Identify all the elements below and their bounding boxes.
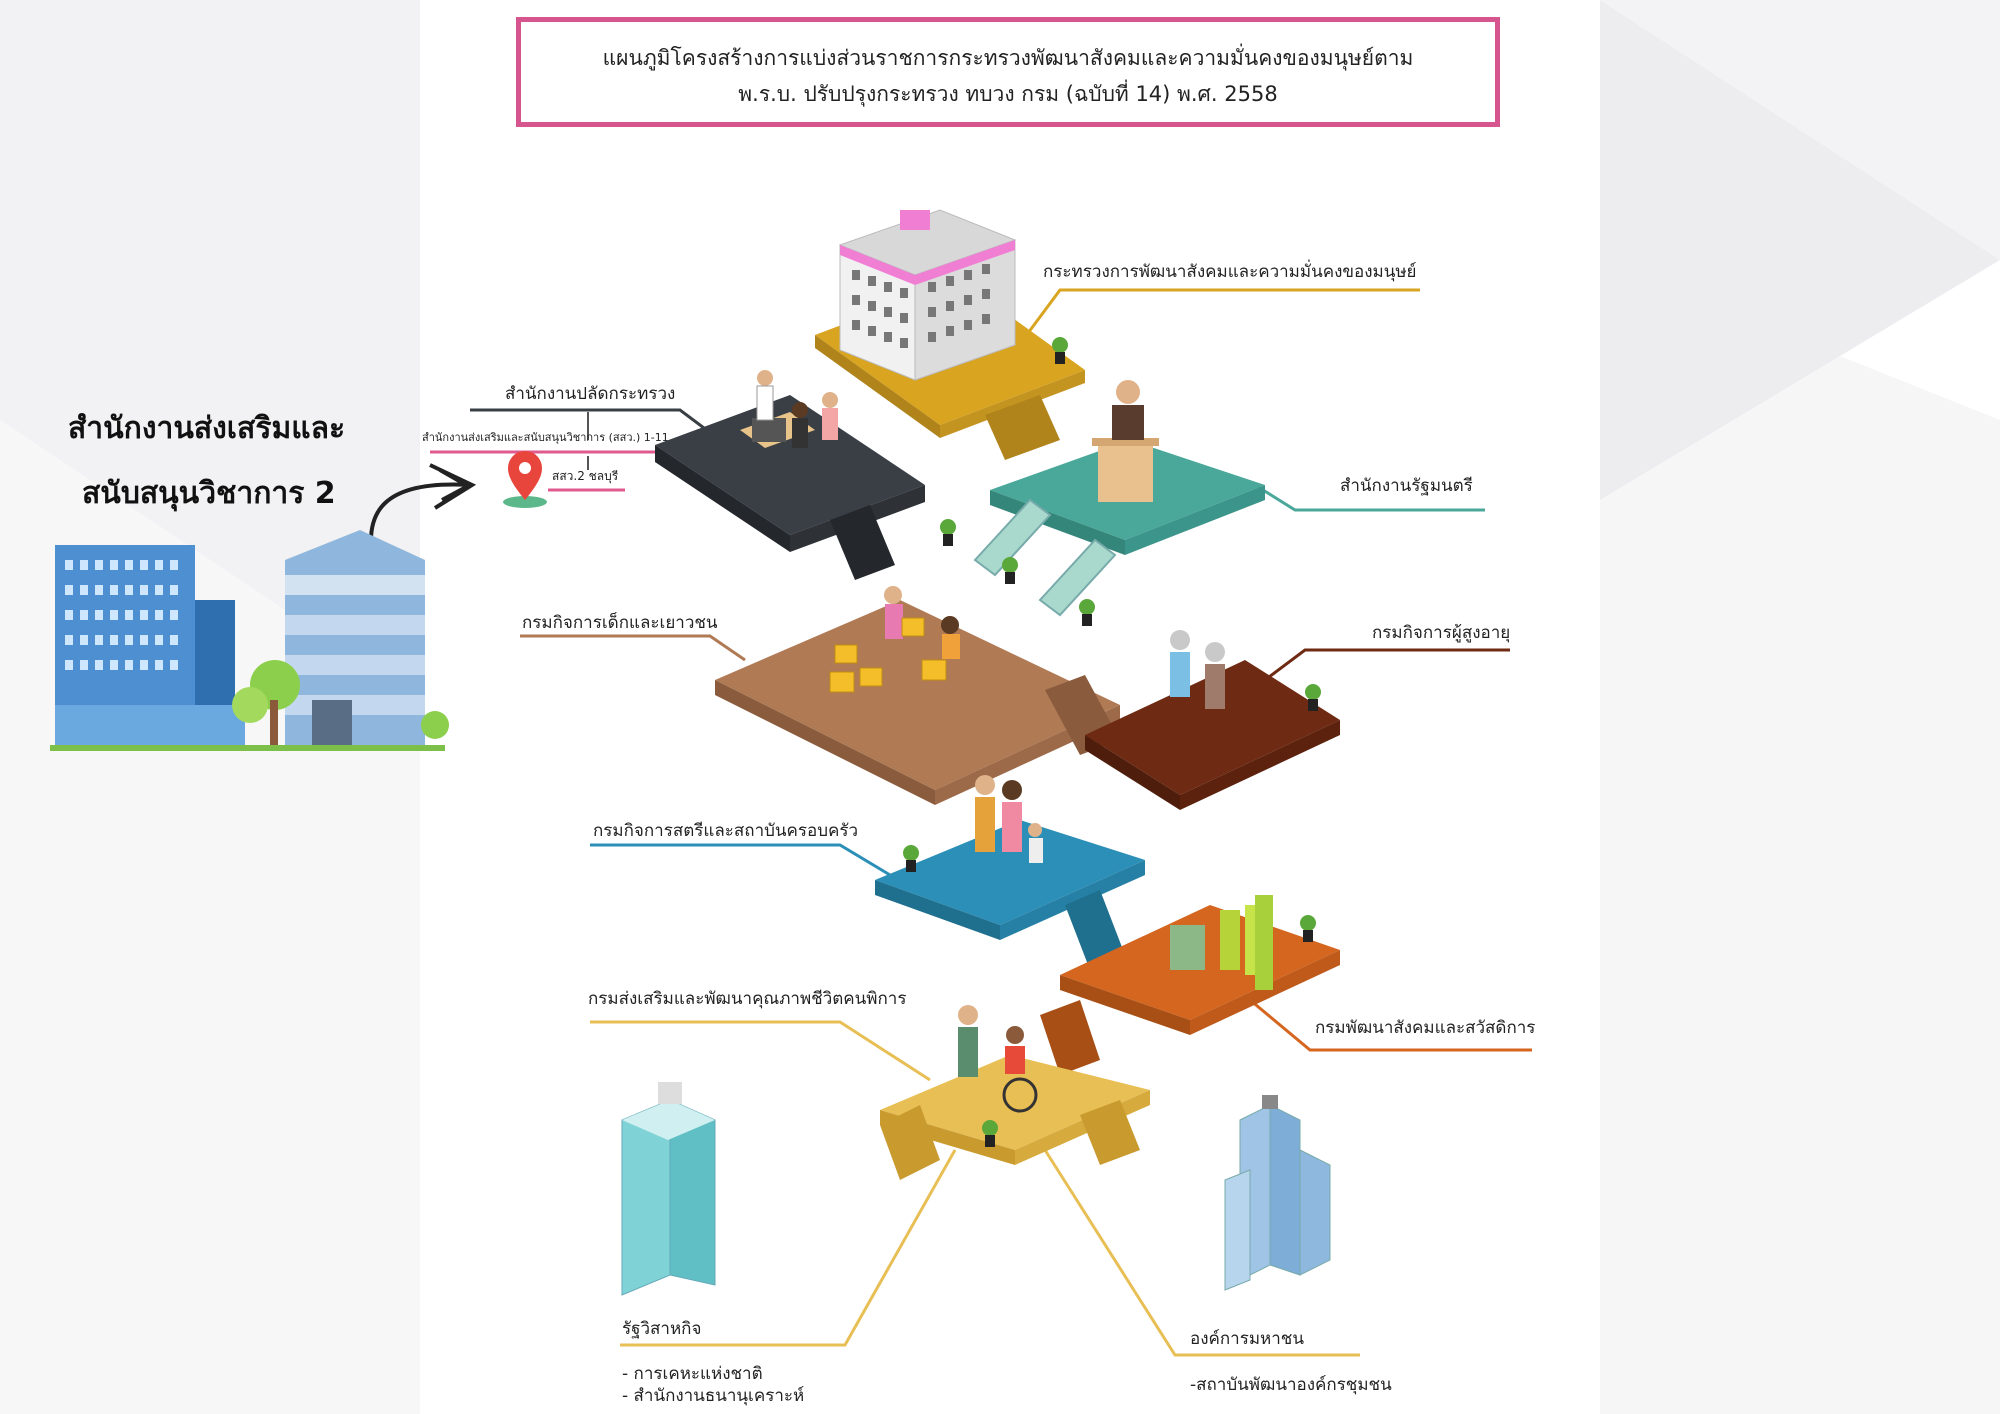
- children-connector: [520, 634, 746, 662]
- welfare-connector: [1249, 998, 1532, 1052]
- potted-plant-icon: [903, 337, 1321, 1147]
- podium-icon: [1092, 380, 1159, 502]
- children-icon: [884, 586, 960, 659]
- wheelchair-icon: [958, 1005, 1038, 1113]
- welfare-floor: [1040, 895, 1340, 1075]
- ministry-label: กระทรวงการพัฒนาสังคมและความมั่นคงของมนุษ…: [1043, 262, 1417, 282]
- elderly-couple-icon: [1170, 630, 1225, 709]
- family-icon: [975, 775, 1043, 863]
- minister-connector: [1254, 483, 1485, 512]
- public-org-connector: [1043, 1149, 1360, 1357]
- children-youth-label: กรมกิจการเด็กและเยาวชน: [522, 613, 718, 633]
- public-org-towers-icon: [1224, 1095, 1331, 1291]
- featured-office-title-line-1: สำนักงานส่งเสริมและ: [68, 411, 346, 446]
- state-enterprise-item-1: - การเคหะแห่งชาติ: [622, 1364, 763, 1384]
- ministry-connector: [1006, 288, 1420, 361]
- state-enterprise-item-2: - สำนักงานธนานุเคราะห์: [622, 1386, 805, 1406]
- chart-title-line-1: แผนภูมิโครงสร้างการแบ่งส่วนราชการกระทรวง…: [602, 46, 1414, 70]
- welfare-stairs: [1040, 1000, 1100, 1075]
- women-family-floor: [875, 775, 1145, 970]
- social-welfare-label: กรมพัฒนาสังคมและสวัสดิการ: [1315, 1018, 1536, 1038]
- gift-boxes-icon: [829, 617, 947, 693]
- office-building-icon: [50, 530, 449, 751]
- office-desk-icon: [740, 370, 838, 448]
- tree-icon: [232, 660, 449, 745]
- featured-office-title-line-2: สนับสนุนวิชาการ 2: [82, 476, 336, 511]
- public-org-item-1: -สถาบันพัฒนาองค์กรชุมชน: [1190, 1375, 1392, 1395]
- women-connector: [590, 843, 891, 877]
- public-org-label: องค์การมหาชน: [1190, 1329, 1304, 1349]
- office-2-location-label: สสว.2 ชลบุรี: [552, 469, 619, 483]
- disabilities-stairs: [880, 1100, 1140, 1180]
- academic-offices-label: สำนักงานส่งเสริมและสนับสนุนวิชาการ (สสว.…: [422, 431, 669, 444]
- minister-floor: [973, 380, 1265, 617]
- elderly-label: กรมกิจการผู้สูงอายุ: [1372, 623, 1511, 643]
- elderly-floor: [1085, 630, 1340, 810]
- chart-title-line-2: พ.ร.บ. ปรับปรุงกระทรวง ทบวง กรม (ฉบับที่…: [738, 82, 1278, 106]
- location-pin-icon: [503, 451, 547, 508]
- state-enterprise-label: รัฐวิสาหกิจ: [622, 1319, 702, 1339]
- ministry-building-icon: [838, 209, 1017, 381]
- state-enterprise-connector: [620, 1149, 957, 1347]
- ministry-floor: [815, 209, 1085, 460]
- elderly-connector: [1264, 648, 1510, 682]
- money-chart-icon: [1170, 895, 1273, 990]
- children-youth-floor: [715, 586, 1120, 805]
- disabilities-connector: [590, 1020, 931, 1082]
- state-enterprise-tower-icon: [621, 1082, 716, 1296]
- minister-office-label: สำนักงานรัฐมนตรี: [1340, 476, 1473, 496]
- escalator-icon: [973, 498, 1117, 617]
- disabilities-floor: [880, 1005, 1150, 1180]
- permanent-secretary-floor: [655, 370, 925, 580]
- permanent-stairs: [830, 505, 895, 580]
- ministry-stairs: [985, 395, 1060, 460]
- permanent-secretary-label: สำนักงานปลัดกระทรวง: [505, 384, 676, 404]
- disabilities-label: กรมส่งเสริมและพัฒนาคุณภาพชีวิตคนพิการ: [588, 989, 907, 1009]
- women-family-label: กรมกิจการสตรีและสถาบันครอบครัว: [593, 821, 859, 841]
- chart-title-box: แผนภูมิโครงสร้างการแบ่งส่วนราชการกระทรวง…: [516, 17, 1500, 127]
- women-stairs: [1065, 890, 1125, 970]
